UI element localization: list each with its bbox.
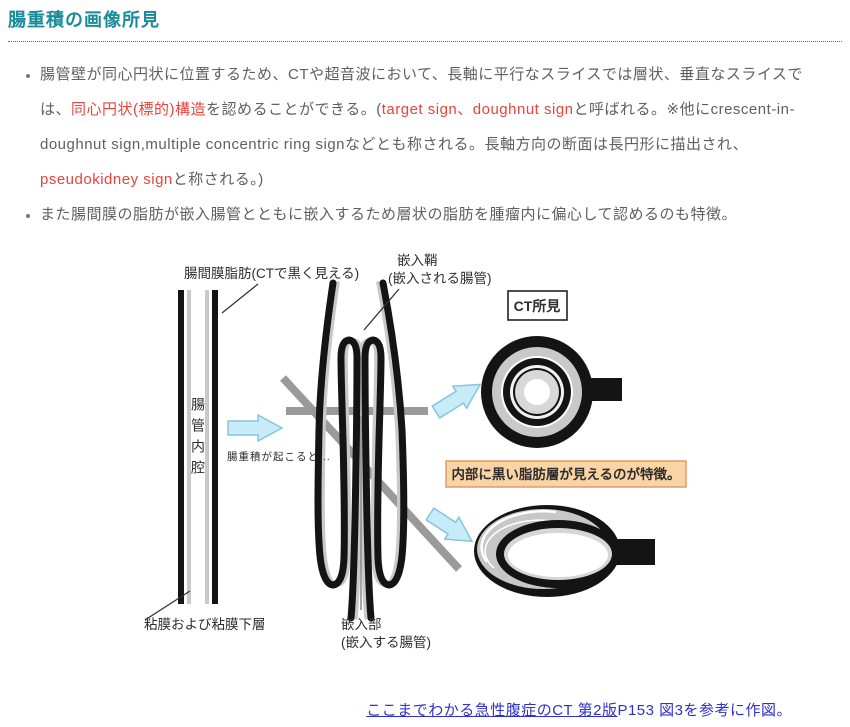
ct-findings-label: CT所見 bbox=[514, 298, 561, 314]
target-sign bbox=[481, 336, 622, 448]
slice-line-diagonal bbox=[280, 375, 462, 572]
sheath-leader bbox=[363, 288, 400, 331]
arrow-right-icon bbox=[227, 413, 284, 443]
findings-list: 腸管壁が同心円状に位置するため、CTや超音波において、長軸に平行なスライスでは層… bbox=[0, 57, 850, 232]
list-item: 腸管壁が同心円状に位置するため、CTや超音波において、長軸に平行なスライスでは層… bbox=[40, 57, 812, 197]
when-occurs-label: 腸重積が起こると... bbox=[227, 450, 331, 463]
invaginated-label-line1: 嵌入部 bbox=[341, 617, 382, 632]
page-title: 腸重積の画像所見 bbox=[8, 6, 842, 42]
invaginated-label-line2: (嵌入する腸管) bbox=[341, 635, 431, 650]
intussuscepted-bowel bbox=[314, 279, 408, 622]
arrow-to-pseudokidney-icon bbox=[425, 507, 474, 543]
header: 腸重積の画像所見 bbox=[0, 0, 850, 42]
arrow-to-target-icon bbox=[431, 383, 482, 419]
mesenteric-fat-leader bbox=[221, 283, 259, 314]
finding-text-2: また腸間膜の脂肪が嵌入腸管とともに嵌入するため層状の脂肪を腫瘤内に偏心して認める… bbox=[40, 206, 738, 223]
fat-note-box: 内部に黒い脂肪層が見えるのが特徴。 bbox=[445, 460, 687, 488]
ct-findings-box: CT所見 bbox=[507, 290, 568, 321]
sheath-label-line2: (嵌入される腸管) bbox=[388, 271, 492, 286]
mucosa-label: 粘膜および粘膜下層 bbox=[144, 617, 266, 632]
reference-rest: P153 図3を参考に作図。 bbox=[617, 702, 792, 719]
list-item: また腸間膜の脂肪が嵌入腸管とともに嵌入するため層状の脂肪を腫瘤内に偏心して認める… bbox=[40, 197, 812, 232]
fat-note-label: 内部に黒い脂肪層が見えるのが特徴。 bbox=[451, 466, 680, 482]
reference-link[interactable]: ここまでわかる急性腹症のCT 第2版 bbox=[366, 702, 618, 719]
sheath-label-line1: 嵌入鞘 bbox=[397, 253, 438, 268]
finding-text-1: 腸管壁が同心円状に位置するため、CTや超音波において、長軸に平行なスライスでは層… bbox=[40, 66, 803, 188]
mucosa-leader bbox=[144, 590, 191, 621]
reference-citation: ここまでわかる急性腹症のCT 第2版P153 図3を参考に作図。 bbox=[366, 699, 792, 720]
mesenteric-fat-label: 腸間膜脂肪(CTで黒く見える) bbox=[184, 266, 359, 281]
normal-bowel-tube: 腸管内腔 bbox=[178, 290, 218, 604]
pseudokidney-sign bbox=[474, 505, 655, 597]
lumen-label: 腸管内腔 bbox=[190, 397, 206, 481]
